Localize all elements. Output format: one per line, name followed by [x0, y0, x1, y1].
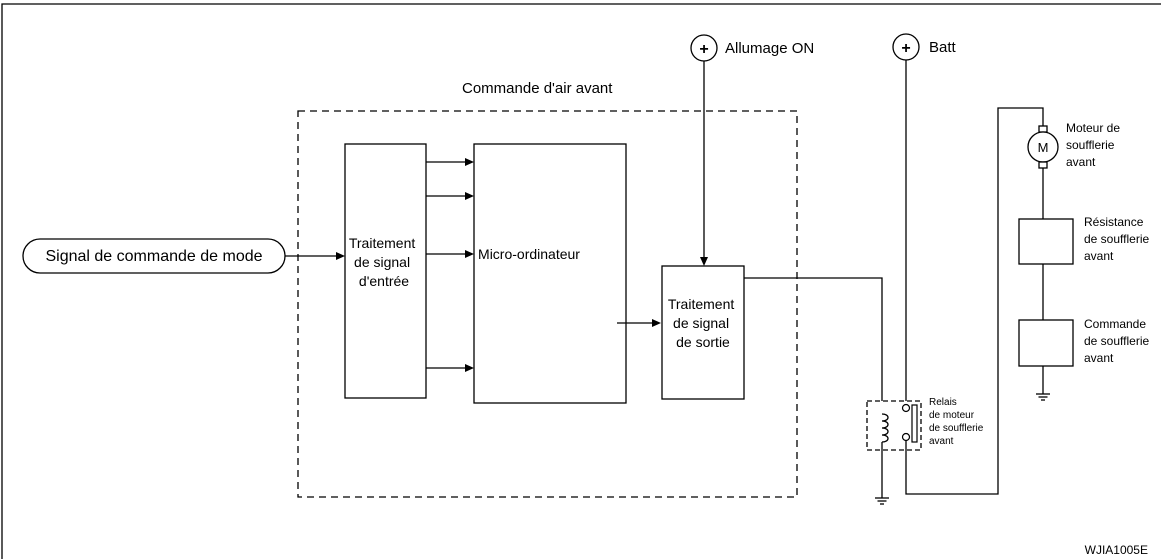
- plus-symbol: +: [901, 40, 910, 57]
- input-processing-label: Traitement de signal d'entrée: [349, 235, 419, 289]
- arrowhead: [336, 252, 345, 260]
- blower-control-box: [1018, 319, 1074, 367]
- blower-resistor-box: [1018, 218, 1074, 265]
- motor-label: Moteur de soufflerie avant: [1066, 121, 1123, 169]
- figure-code: WJIA1005E: [1085, 543, 1148, 557]
- output-processing-label: Traitement de signal de sortie: [668, 296, 738, 350]
- arrowhead: [652, 319, 661, 327]
- resistor-label: Résistance de soufflerie avant: [1084, 215, 1153, 263]
- motor-symbol: M: [1038, 140, 1049, 155]
- module-title: Commande d'air avant: [462, 80, 613, 97]
- relay-coil-icon: [881, 413, 889, 443]
- motor-terminal-top: [1038, 125, 1048, 133]
- signal-input-label: Signal de commande de mode: [45, 248, 262, 265]
- module-boundary: [297, 110, 798, 498]
- relay-to-motor-wire: [905, 107, 1044, 495]
- microcomputer-block: [473, 143, 627, 404]
- control-label: Commande de soufflerie avant: [1084, 317, 1153, 365]
- frame-border: [1, 3, 1161, 559]
- microcomputer-label: Micro-ordinateur: [478, 246, 580, 262]
- relay-contact-bottom: [901, 432, 911, 442]
- input-processing-block: [344, 143, 427, 399]
- plus-symbol: +: [699, 41, 708, 58]
- ignition-label: Allumage ON: [725, 40, 814, 57]
- relay-label: Relais de moteur de soufflerie avant: [929, 397, 986, 447]
- ground-icon: [1036, 393, 1050, 401]
- output-processing-block: [661, 265, 745, 400]
- battery-label: Batt: [929, 39, 957, 56]
- relay-switch-icon: [911, 404, 918, 443]
- ground-icon: [875, 497, 889, 505]
- arrowhead: [700, 257, 708, 266]
- relay-contact-top: [901, 403, 911, 413]
- output-to-relay-wire: [744, 277, 883, 403]
- motor-terminal-bottom: [1038, 161, 1048, 169]
- input-to-micro-arrows: [426, 158, 474, 372]
